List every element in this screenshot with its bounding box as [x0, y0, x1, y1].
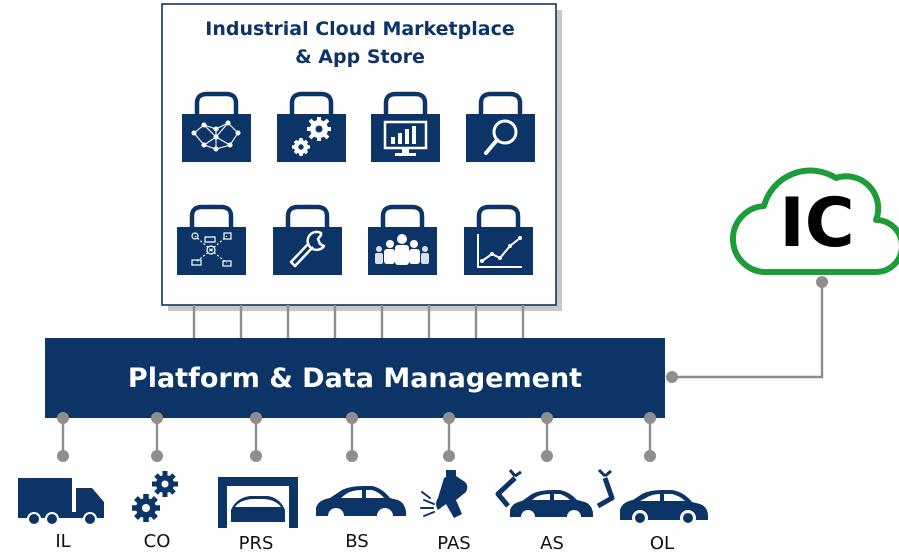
app-bag-people[interactable]	[368, 204, 437, 275]
endpoint-connectors	[57, 412, 656, 462]
endpoint-label-pas: PAS	[437, 533, 471, 554]
endpoint-label-bs: BS	[345, 531, 369, 552]
magnifier-icon	[484, 119, 518, 155]
endpoint-label-ol: OL	[649, 533, 675, 554]
people-icon	[375, 234, 429, 265]
app-bag-line-chart[interactable]	[464, 204, 533, 275]
connected-devices-icon	[191, 232, 232, 267]
network-map-icon	[191, 120, 241, 152]
app-bag-gears[interactable]	[277, 91, 346, 162]
endpoint-label-co: CO	[143, 531, 171, 552]
marketplace-connectors	[192, 305, 525, 338]
app-bag-search[interactable]	[466, 91, 535, 162]
wrench-icon	[289, 230, 326, 268]
platform-bar	[45, 338, 665, 418]
truck-icon[interactable]	[18, 478, 104, 526]
app-bag-devices[interactable]	[177, 204, 246, 275]
garage-car-icon[interactable]	[218, 477, 298, 528]
app-bag-wrench[interactable]	[273, 204, 342, 275]
app-bag-monitor[interactable]	[371, 91, 440, 162]
gears-icon	[292, 117, 331, 156]
cloud-connector	[666, 276, 828, 383]
endpoint-label-as: AS	[540, 533, 564, 554]
app-bag-network[interactable]	[182, 91, 251, 162]
cloud-label: IC	[779, 184, 855, 263]
endpoint-label-il: IL	[55, 531, 71, 552]
spray-gun-icon[interactable]	[420, 470, 468, 518]
line-chart-icon	[477, 234, 522, 268]
car-body-icon[interactable]	[316, 486, 406, 524]
cloud-shape	[730, 167, 899, 276]
marketplace-title-line2: & App Store	[295, 46, 425, 68]
monitor-chart-icon	[383, 120, 428, 156]
marketplace-title-line1: Industrial Cloud Marketplace	[205, 18, 515, 40]
endpoint-label-prs: PRS	[238, 533, 274, 554]
gears-icon[interactable]	[132, 471, 178, 522]
car-icon[interactable]	[620, 490, 708, 526]
platform-label: Platform & Data Management	[127, 363, 583, 394]
robot-assembly-icon[interactable]	[495, 468, 615, 524]
